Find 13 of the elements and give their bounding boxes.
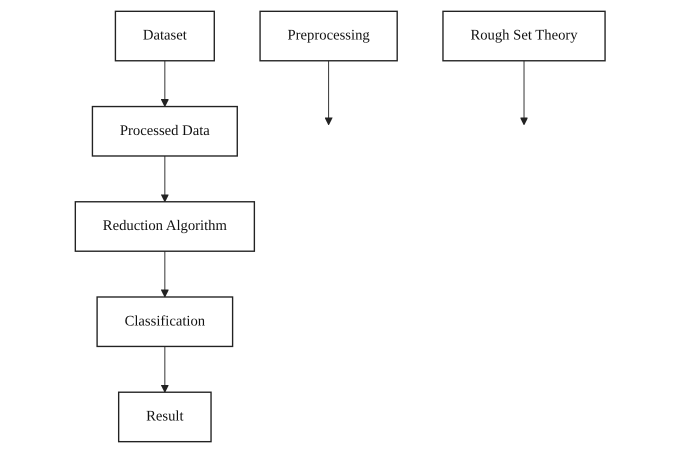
arrow (160, 250, 169, 297)
node-box: Classification (96, 296, 234, 347)
node-box: Dataset (114, 10, 215, 61)
arrow (520, 60, 528, 125)
arrow (160, 60, 169, 106)
arrow (160, 155, 169, 202)
node-box: Processed Data (92, 105, 238, 156)
arrow (324, 60, 332, 125)
node-box: Result (118, 391, 212, 442)
node-box: Preprocessing (259, 10, 398, 61)
node-box: Reduction Algorithm (74, 200, 255, 252)
arrow (160, 345, 169, 392)
node-box: Rough Set Theory (442, 10, 606, 61)
